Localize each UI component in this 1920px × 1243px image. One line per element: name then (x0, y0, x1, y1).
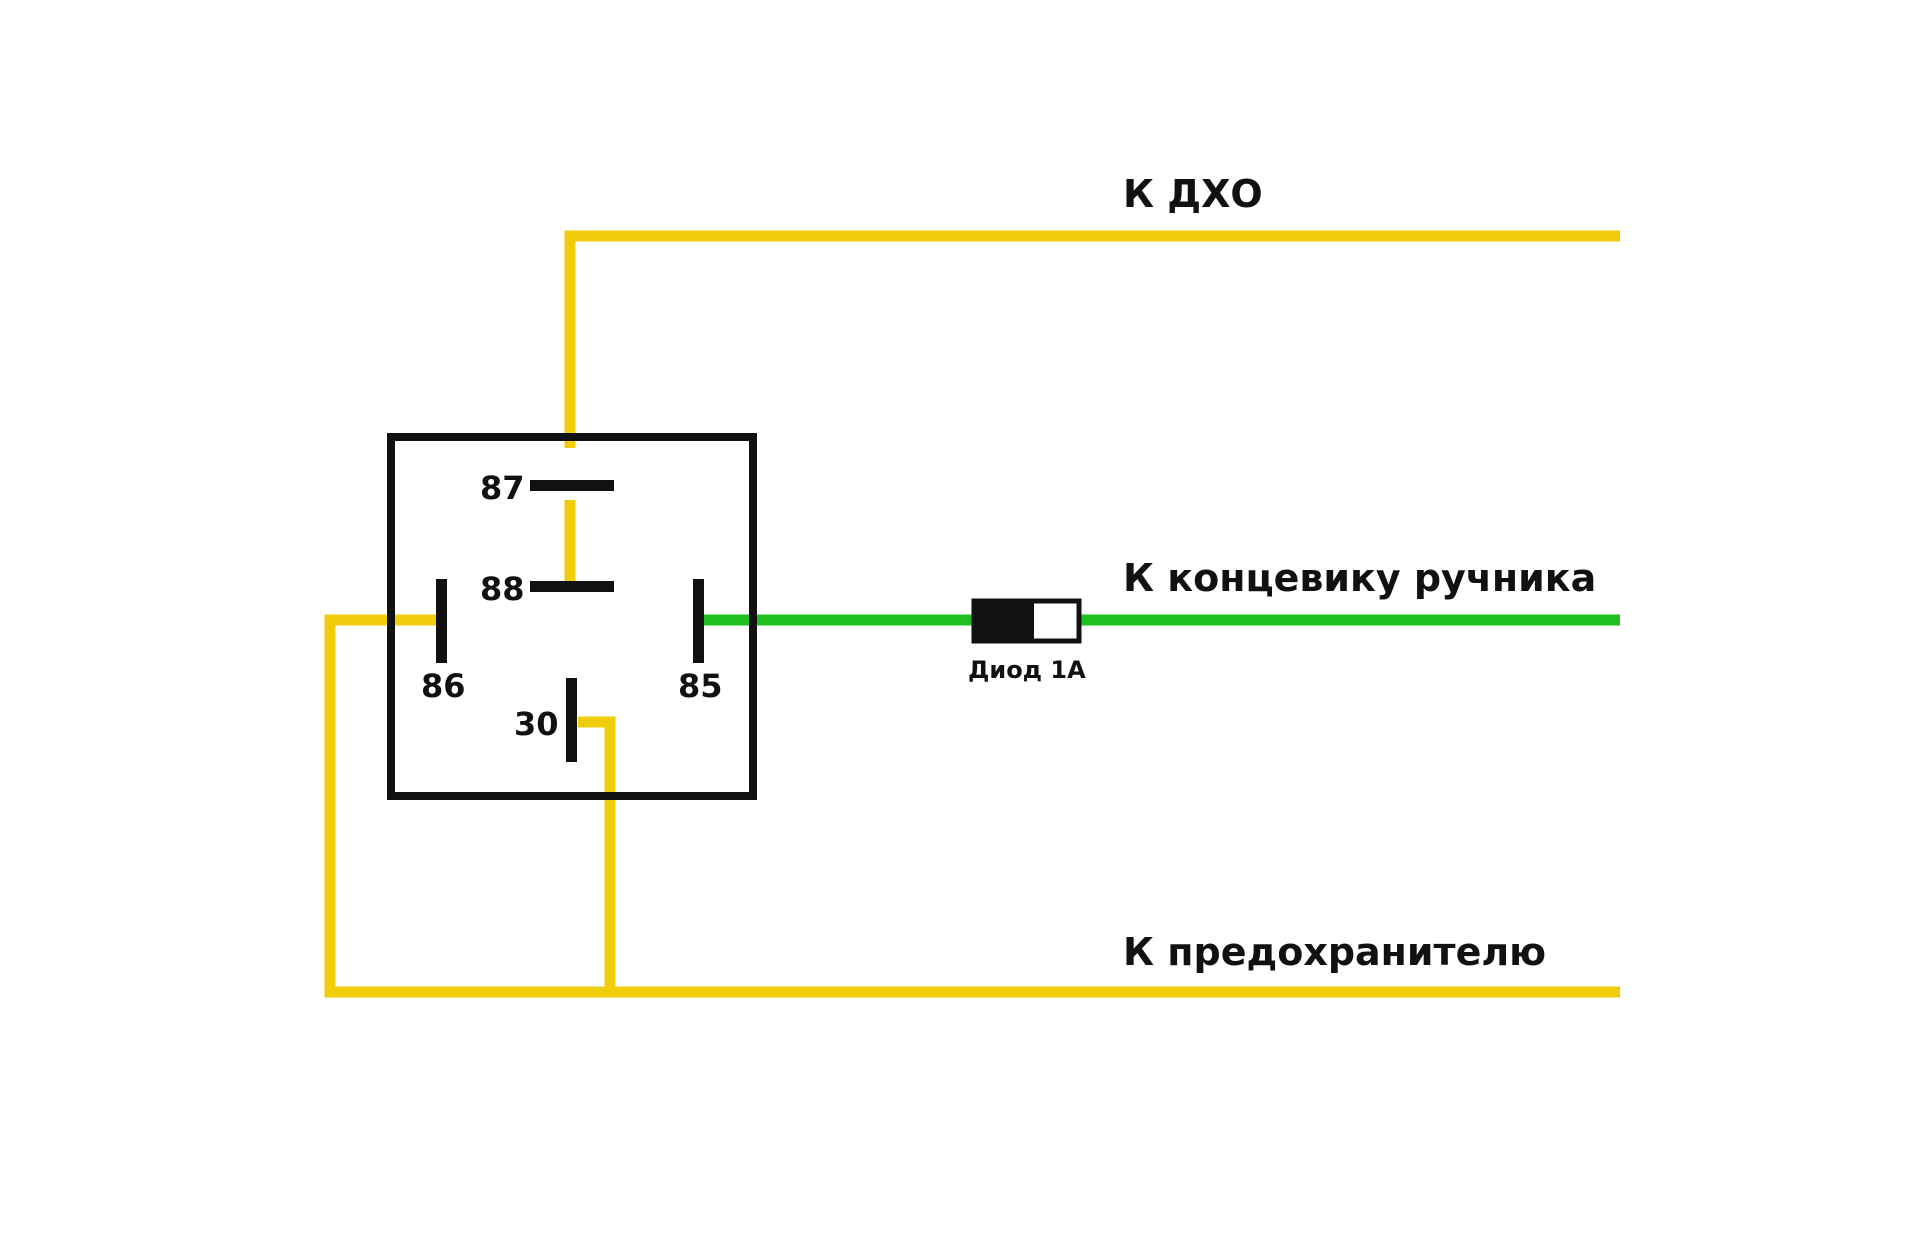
pin-88-label: 88 (480, 570, 525, 608)
label-to-drl: К ДХО (1123, 172, 1263, 216)
contact-88 (530, 581, 614, 592)
diode-label: Диод 1А (968, 656, 1086, 684)
diode-band (974, 601, 1034, 641)
pin-30-label: 30 (514, 705, 559, 743)
pin-85-label: 85 (678, 667, 723, 705)
wire-30-to-fuse (578, 716, 1620, 998)
pin-86-label: 86 (421, 667, 466, 705)
contact-87 (530, 480, 614, 491)
pin-87-label: 87 (480, 469, 525, 507)
label-to-handbrake-switch: К концевику ручника (1123, 556, 1596, 600)
label-to-fuse: К предохранителю (1123, 930, 1546, 974)
contact-85 (693, 579, 704, 663)
contact-86 (436, 579, 447, 663)
wire-to-drl (564, 230, 1620, 448)
diode (971, 598, 1082, 644)
relay-housing (387, 433, 757, 800)
contact-30 (566, 678, 577, 762)
wire-86-to-fuse (324, 614, 610, 998)
